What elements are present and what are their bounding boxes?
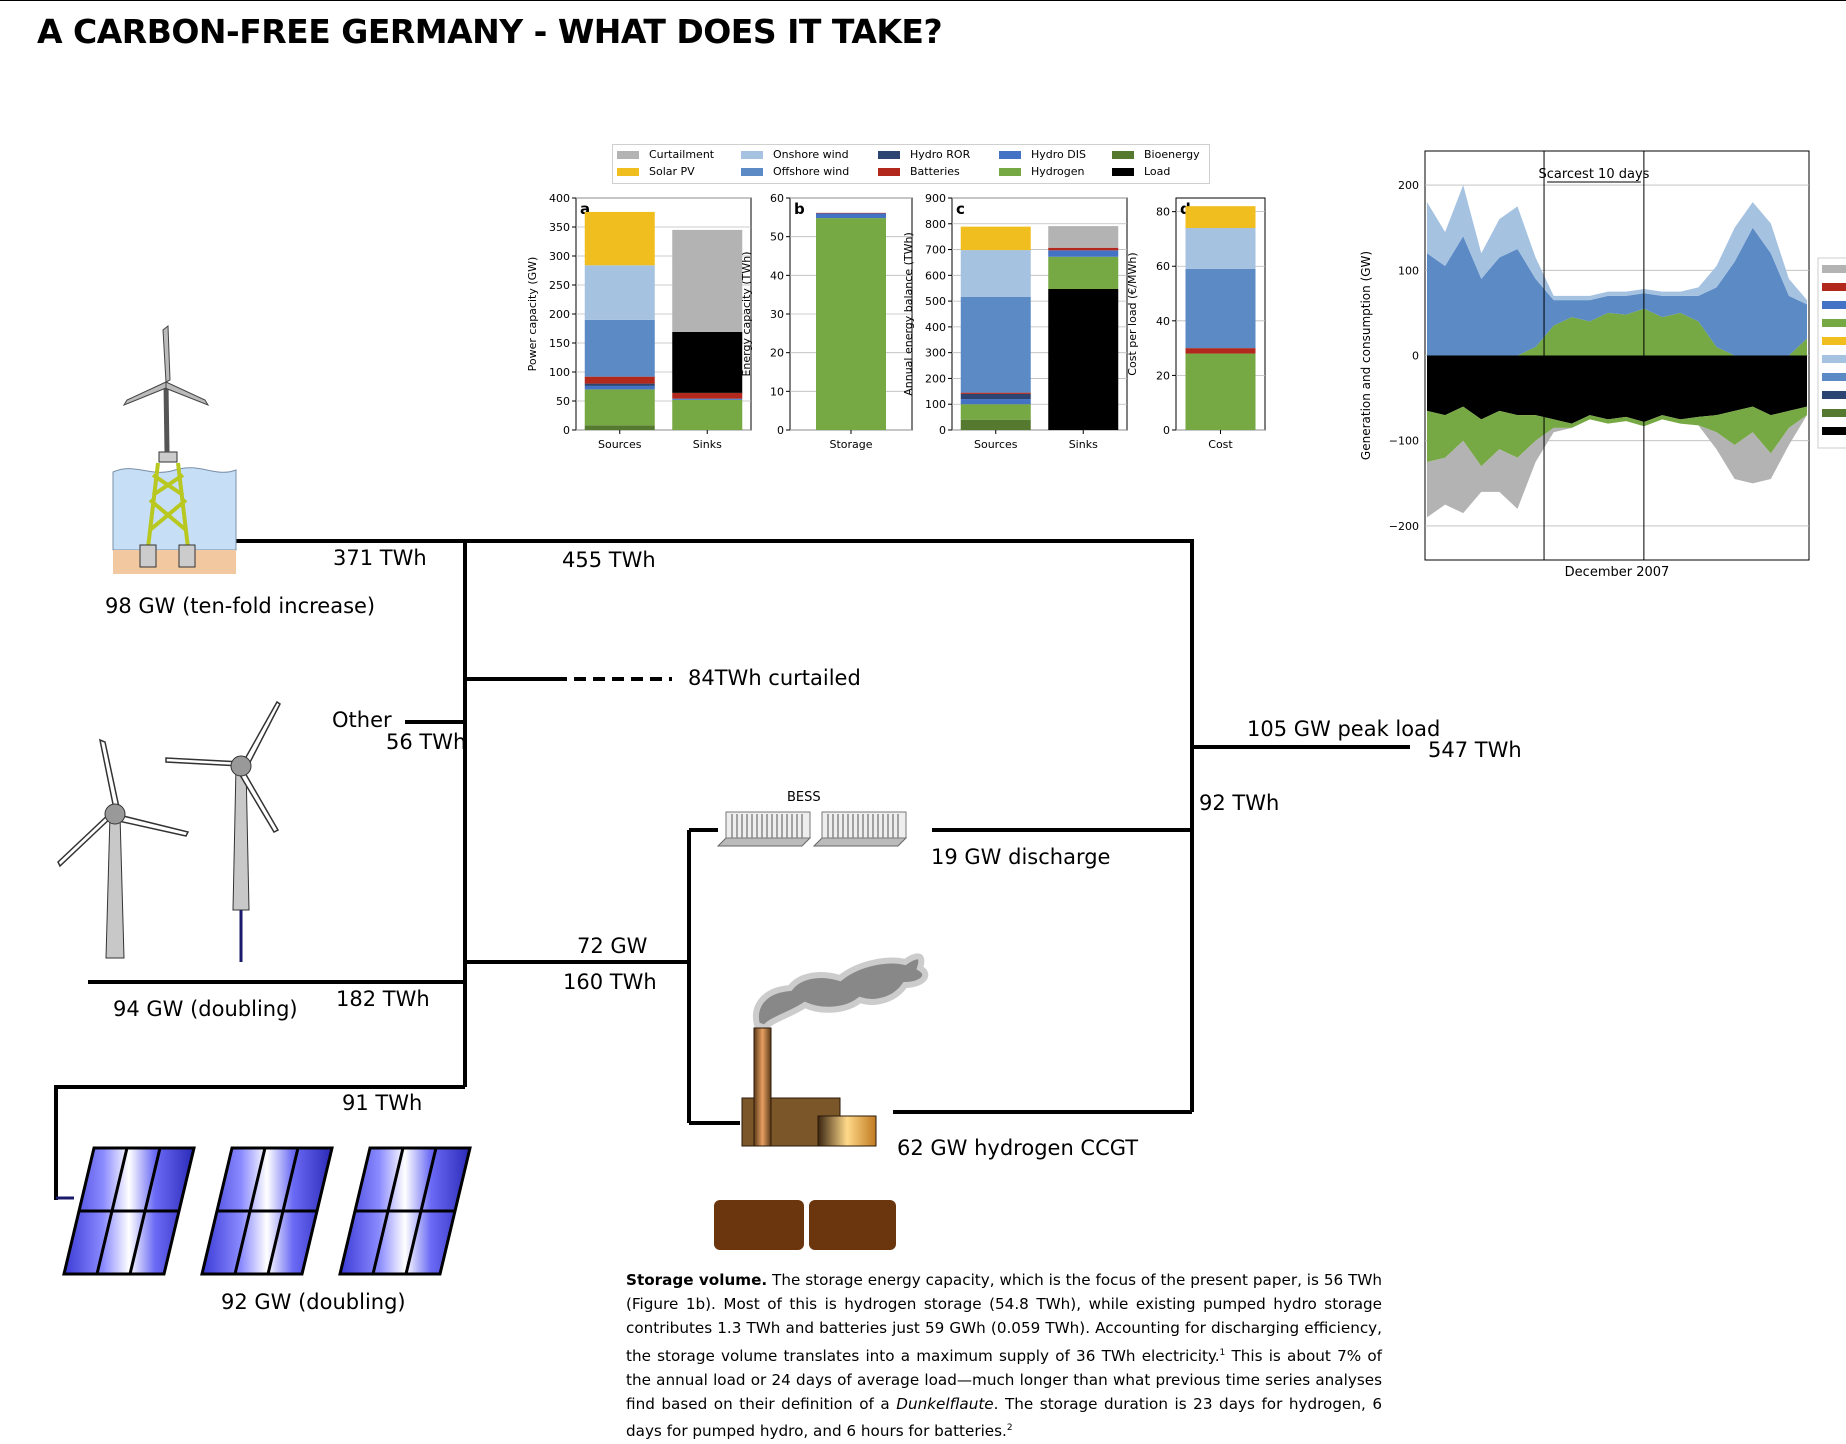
legend-item: Onshore wind (741, 148, 849, 161)
charge-energy-label: 160 TWh (563, 970, 657, 994)
legend-swatch (999, 151, 1021, 159)
legend-label: Batteries (910, 165, 960, 178)
ccgt-label: 62 GW hydrogen CCGT (897, 1136, 1139, 1160)
offshore-capacity-label: 98 GW (ten-fold increase) (105, 594, 376, 618)
footnote-1: 1 (1219, 1347, 1226, 1358)
top-border (0, 0, 1846, 1)
storage-return-label: 92 TWh (1199, 791, 1280, 815)
legend-label: Load (1144, 165, 1171, 178)
legend-item: Offshore wind (741, 165, 849, 178)
paragraph-lead: Storage volume. (626, 1271, 768, 1289)
load-energy-label: 547 TWh (1428, 738, 1522, 762)
storage-volume-paragraph: Storage volume. The storage energy capac… (626, 1268, 1382, 1444)
legend-label: Bioenergy (1144, 148, 1200, 161)
other-energy-label: 56 TWh (386, 730, 467, 754)
legend-label: Solar PV (649, 165, 695, 178)
paragraph-text-2: This is about 7% of the annual load or 2… (626, 1346, 1382, 1414)
onshore-capacity-label: 94 GW (doubling) (113, 997, 298, 1021)
legend-label: Offshore wind (773, 165, 850, 178)
legend-item: Bioenergy (1112, 148, 1200, 161)
paragraph-text-1: The storage energy capacity, which is th… (626, 1271, 1382, 1365)
paragraph-italic: Dunkelflaute (896, 1395, 994, 1414)
legend-item: Batteries (878, 165, 960, 178)
chart-legend: Curtailment Solar PV Onshore wind Offsho… (612, 144, 1210, 184)
onshore-energy-label: 182 TWh (336, 987, 430, 1011)
legend-item: Hydro DIS (999, 148, 1086, 161)
legend-label: Hydro ROR (910, 148, 971, 161)
solar-energy-label: 91 TWh (342, 1091, 423, 1115)
legend-swatch (999, 168, 1021, 176)
legend-label: Curtailment (649, 148, 715, 161)
legend-swatch (878, 151, 900, 159)
bess-icon (716, 811, 908, 847)
bess-label: BESS (787, 790, 821, 805)
legend-swatch (741, 168, 763, 176)
other-label: Other (332, 708, 392, 732)
page-title: A CARBON-FREE GERMANY - WHAT DOES IT TAK… (37, 12, 943, 51)
flow-lines (54, 539, 1410, 1200)
solar-panels-icon (56, 1146, 472, 1276)
legend-label: Onshore wind (773, 148, 849, 161)
legend-item: Solar PV (617, 165, 695, 178)
onshore-turbines-icon (57, 700, 281, 962)
offshore-energy-label: 371 TWh (333, 546, 427, 570)
ccgt-plant-icon (714, 953, 929, 1250)
bess-discharge-label: 19 GW discharge (931, 845, 1111, 869)
legend-swatch (741, 151, 763, 159)
legend-swatch (1112, 168, 1134, 176)
legend-swatch (617, 168, 639, 176)
legend-item: Hydrogen (999, 165, 1085, 178)
legend-label: Hydrogen (1031, 165, 1085, 178)
footnote-2: 2 (1006, 1423, 1013, 1434)
offshore-turbine-icon (112, 324, 237, 574)
peak-load-label: 105 GW peak load (1247, 717, 1441, 741)
total-energy-label: 455 TWh (562, 548, 656, 572)
legend-label: Hydro DIS (1031, 148, 1086, 161)
legend-item: Curtailment (617, 148, 714, 161)
legend-swatch (878, 168, 900, 176)
curtailed-label: 84TWh curtailed (688, 666, 861, 690)
legend-swatch (617, 151, 639, 159)
legend-swatch (1112, 151, 1134, 159)
charge-power-label: 72 GW (577, 934, 648, 958)
legend-item: Load (1112, 165, 1170, 178)
legend-item: Hydro ROR (878, 148, 970, 161)
solar-capacity-label: 92 GW (doubling) (221, 1290, 406, 1314)
